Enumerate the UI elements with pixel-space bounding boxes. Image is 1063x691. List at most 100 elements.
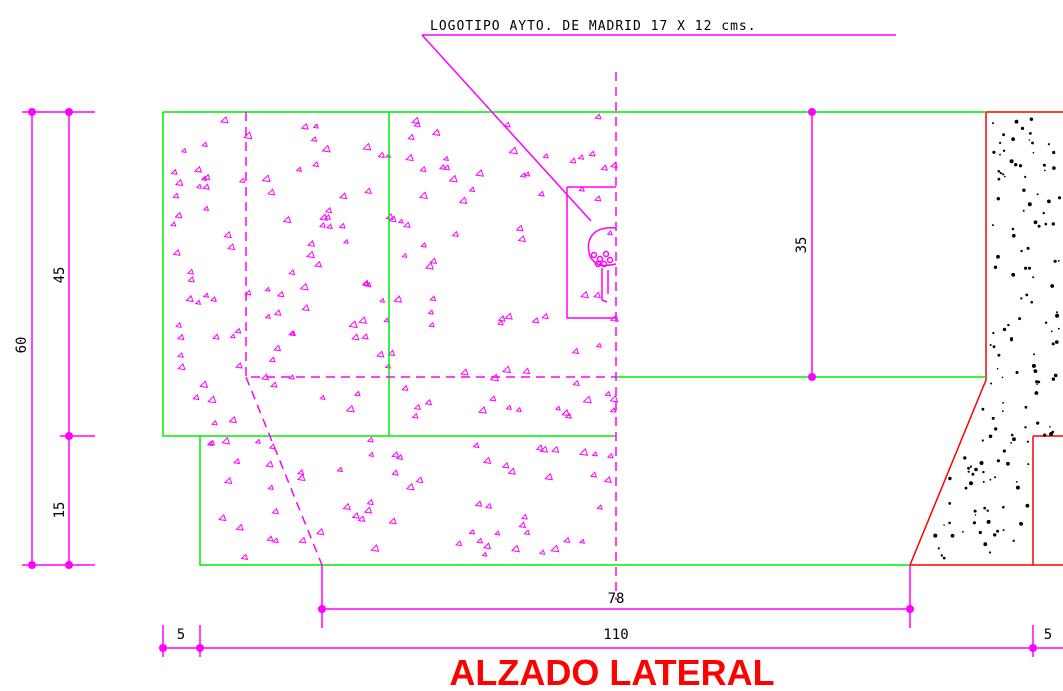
hatch-mark bbox=[518, 521, 527, 529]
hatch-mark bbox=[569, 157, 577, 164]
hatch-mark bbox=[176, 351, 184, 358]
hatch-mark bbox=[234, 327, 242, 334]
aggregate-dot bbox=[1036, 421, 1040, 425]
cut-section bbox=[908, 111, 1063, 566]
aggregate-dot bbox=[1029, 117, 1034, 121]
aggregate-dot bbox=[982, 470, 985, 474]
aggregate-dot bbox=[992, 345, 996, 348]
hatch-mark bbox=[338, 222, 346, 229]
aggregate-dot bbox=[1006, 461, 1010, 466]
hatch-mark bbox=[427, 309, 434, 315]
dim-upper-height: 45 bbox=[52, 267, 68, 284]
hatch-mark bbox=[219, 115, 229, 124]
hatch-mark bbox=[187, 275, 195, 283]
aggregate-dot bbox=[1034, 391, 1039, 395]
hatch-mark bbox=[496, 319, 504, 326]
hatch-mark bbox=[571, 347, 580, 355]
hatch-mark bbox=[299, 282, 309, 291]
hatch-mark bbox=[186, 268, 195, 275]
aggregate-dot bbox=[986, 519, 991, 524]
hatch-mark bbox=[419, 165, 427, 173]
hatch-mark bbox=[342, 502, 351, 511]
hatch-mark bbox=[306, 250, 315, 259]
hatch-mark bbox=[505, 404, 512, 411]
hatch-mark bbox=[387, 349, 396, 357]
aggregate-dot bbox=[988, 434, 993, 439]
aggregate-dot bbox=[989, 478, 992, 481]
hatch-mark bbox=[202, 292, 210, 298]
hatch-mark bbox=[367, 451, 375, 457]
hatch-mark bbox=[551, 445, 560, 453]
hatch-mark bbox=[361, 333, 369, 340]
hatch-mark bbox=[477, 406, 487, 414]
aggregate-dot bbox=[982, 480, 985, 483]
aggregate-dot bbox=[996, 367, 999, 370]
aggregate-dot bbox=[1002, 327, 1007, 332]
aggregate-dot bbox=[1033, 369, 1038, 373]
aggregate-dot bbox=[1037, 380, 1041, 384]
hatch-mark bbox=[451, 230, 459, 237]
hatch-mark bbox=[542, 153, 549, 159]
aggregate-dot bbox=[994, 427, 998, 431]
hatch-mark bbox=[370, 544, 380, 552]
aggregate-dot bbox=[1012, 437, 1016, 442]
aggregate-dot bbox=[1002, 505, 1005, 509]
hatch-mark bbox=[315, 527, 325, 536]
aggregate-dot bbox=[983, 506, 987, 510]
bottom-dimensions: 78 5 110 5 bbox=[159, 565, 1063, 657]
aggregate-dot bbox=[1033, 353, 1035, 356]
aggregate-dot bbox=[971, 472, 975, 476]
hatch-mark bbox=[468, 186, 476, 193]
aggregate-dot bbox=[972, 521, 977, 525]
dim-lower-height: 15 bbox=[52, 502, 68, 519]
hatch-mark bbox=[606, 230, 613, 236]
aggregate-dot bbox=[996, 529, 1000, 533]
hatch-mark bbox=[561, 408, 570, 417]
aggregate-dot bbox=[1018, 317, 1022, 321]
hatch-mark bbox=[388, 517, 397, 525]
hatch-mark bbox=[266, 188, 276, 196]
aggregate-dot bbox=[981, 407, 985, 411]
hatch-mark bbox=[273, 344, 282, 352]
aggregate-dot bbox=[969, 465, 973, 468]
hatch-mark bbox=[579, 538, 586, 544]
aggregate-dot bbox=[1004, 175, 1006, 178]
hatch-mark bbox=[609, 407, 617, 413]
hatch-mark bbox=[323, 213, 332, 220]
hatch-mark bbox=[578, 186, 585, 192]
hatch-mark bbox=[407, 133, 415, 141]
hatch-mark bbox=[264, 286, 271, 292]
hatch-mark bbox=[170, 168, 178, 175]
hatch-mark bbox=[301, 304, 310, 312]
hatch-mark bbox=[300, 122, 309, 130]
hatch-mark bbox=[228, 416, 237, 424]
aggregate-dot bbox=[1031, 363, 1036, 368]
hatch-mark bbox=[288, 374, 295, 380]
aggregate-dot bbox=[1014, 163, 1018, 167]
hatch-mark bbox=[577, 154, 585, 160]
aggregate-dot bbox=[1055, 340, 1059, 344]
hatch-mark bbox=[489, 395, 497, 402]
hatch-mark bbox=[199, 380, 209, 388]
hatch-mark bbox=[401, 252, 408, 258]
aggregate-dot bbox=[1012, 233, 1016, 238]
hatch-mark bbox=[402, 221, 411, 229]
aggregate-dot bbox=[1022, 209, 1025, 212]
hatch-mark bbox=[475, 537, 484, 544]
hatch-mark bbox=[580, 290, 589, 299]
aggregate-dot bbox=[1051, 342, 1055, 346]
aggregate-dot bbox=[948, 476, 952, 481]
hatch-mark bbox=[388, 215, 397, 223]
aggregate-dot bbox=[1007, 323, 1010, 327]
hatch-mark bbox=[517, 234, 526, 243]
aggregate-dot bbox=[974, 467, 978, 472]
aggregate-dot bbox=[1057, 196, 1062, 200]
hatch-mark bbox=[595, 342, 602, 348]
hatch-mark bbox=[342, 238, 349, 244]
hatch-mark bbox=[319, 394, 326, 400]
aggregate-dot bbox=[1057, 260, 1060, 262]
hatch-mark bbox=[273, 309, 282, 316]
hatch-mark bbox=[282, 215, 292, 224]
hatch-mark bbox=[538, 549, 546, 555]
